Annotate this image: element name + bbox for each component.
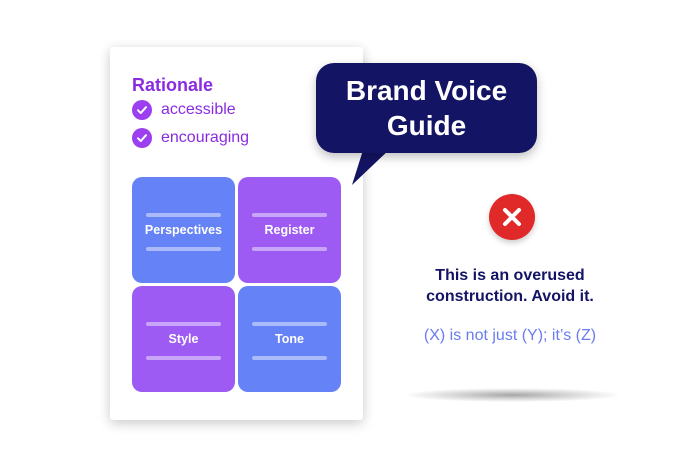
placeholder-line xyxy=(252,213,327,217)
tile-register: Register xyxy=(238,177,341,283)
tile-style: Style xyxy=(132,286,235,392)
tile-tone: Tone xyxy=(238,286,341,392)
voice-dimensions-grid: Perspectives Register Style Tone xyxy=(132,177,341,392)
tile-label: Style xyxy=(168,332,199,346)
tile-label: Perspectives xyxy=(144,223,223,237)
placeholder-line xyxy=(146,356,221,360)
example-construction: (X) is not just (Y); it’s (Z) xyxy=(423,327,597,344)
placeholder-line xyxy=(146,247,221,251)
bubble-title: Brand Voice Guide xyxy=(345,75,508,141)
speech-bubble-tail xyxy=(352,147,392,185)
check-circle-icon xyxy=(132,128,152,148)
placeholder-line xyxy=(146,213,221,217)
tile-perspectives: Perspectives xyxy=(132,177,235,283)
brand-voice-speech-bubble: Brand Voice Guide xyxy=(316,63,537,153)
check-item-encouraging: encouraging xyxy=(132,128,249,148)
placeholder-line xyxy=(252,247,327,251)
rationale-heading: Rationale xyxy=(132,75,214,95)
tile-label: Tone xyxy=(275,332,304,346)
check-item-label: accessible xyxy=(161,101,236,118)
overused-warning-text: This is an overused construction. Avoid … xyxy=(426,267,594,305)
check-item-label: encouraging xyxy=(161,129,250,146)
placeholder-line xyxy=(146,322,221,326)
x-circle-icon xyxy=(489,194,535,240)
tile-label: Register xyxy=(264,223,315,237)
divider-shadow xyxy=(405,388,620,402)
placeholder-line xyxy=(252,356,327,360)
placeholder-line xyxy=(252,322,327,326)
check-circle-icon xyxy=(132,100,152,120)
check-item-accessible: accessible xyxy=(132,100,236,120)
